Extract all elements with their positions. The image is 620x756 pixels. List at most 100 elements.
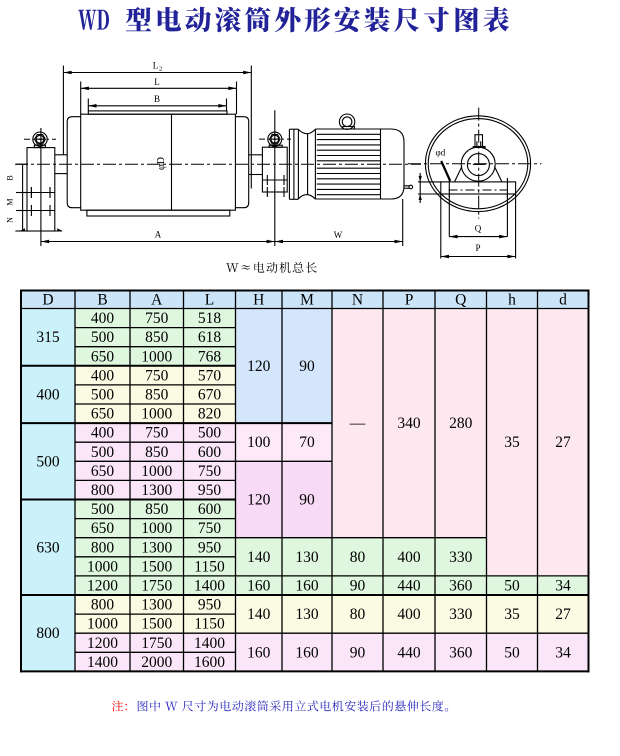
svg-text:90: 90	[350, 644, 366, 661]
svg-text:500: 500	[91, 329, 115, 346]
svg-text:1000: 1000	[141, 406, 172, 423]
svg-text:80: 80	[350, 549, 366, 566]
svg-text:330: 330	[449, 606, 473, 623]
svg-text:1300: 1300	[141, 597, 172, 614]
svg-text:820: 820	[198, 406, 222, 423]
svg-text:P: P	[405, 292, 414, 309]
svg-text:1750: 1750	[141, 635, 172, 652]
svg-text:500: 500	[91, 386, 115, 403]
svg-text:850: 850	[145, 444, 169, 461]
svg-text:1000: 1000	[141, 520, 172, 537]
svg-text:1500: 1500	[141, 616, 172, 633]
svg-text:600: 600	[198, 501, 222, 518]
svg-text:34: 34	[555, 577, 571, 594]
svg-text:400: 400	[91, 425, 115, 442]
svg-text:H: H	[253, 292, 264, 309]
svg-text:50: 50	[504, 577, 520, 594]
svg-text:500: 500	[198, 425, 222, 442]
svg-text:M: M	[300, 292, 314, 309]
svg-text:800: 800	[36, 625, 60, 642]
svg-text:—: —	[349, 415, 366, 432]
svg-text:800: 800	[91, 597, 115, 614]
svg-text:140: 140	[247, 606, 271, 623]
svg-text:650: 650	[91, 406, 115, 423]
svg-text:500: 500	[36, 453, 60, 470]
svg-text:1000: 1000	[141, 348, 172, 365]
svg-text:35: 35	[504, 606, 520, 623]
svg-text:280: 280	[449, 415, 473, 432]
svg-text:670: 670	[198, 386, 222, 403]
svg-text:518: 518	[198, 310, 222, 327]
svg-text:800: 800	[91, 482, 115, 499]
svg-text:160: 160	[247, 577, 271, 594]
svg-text:27: 27	[555, 606, 571, 623]
svg-text:34: 34	[555, 644, 571, 661]
svg-text:140: 140	[247, 549, 271, 566]
svg-text:2000: 2000	[141, 654, 172, 671]
svg-text:90: 90	[299, 492, 315, 509]
svg-text:90: 90	[350, 577, 366, 594]
svg-text:1200: 1200	[87, 577, 118, 594]
svg-text:618: 618	[198, 329, 222, 346]
svg-text:950: 950	[198, 597, 222, 614]
svg-text:M: M	[6, 198, 15, 205]
svg-text:1500: 1500	[141, 558, 172, 575]
svg-text:400: 400	[36, 386, 60, 403]
svg-text:70: 70	[299, 434, 315, 451]
svg-text:120: 120	[247, 492, 271, 509]
svg-text:35: 35	[504, 434, 520, 451]
svg-text:130: 130	[295, 606, 319, 623]
svg-text:800: 800	[91, 539, 115, 556]
svg-text:360: 360	[449, 644, 473, 661]
svg-text:400: 400	[397, 606, 421, 623]
svg-text:630: 630	[36, 539, 60, 556]
svg-text:W: W	[334, 230, 343, 240]
svg-text:440: 440	[397, 577, 421, 594]
svg-text:1150: 1150	[194, 558, 225, 575]
svg-text:90: 90	[299, 358, 315, 375]
svg-text:B: B	[154, 94, 160, 104]
svg-text:750: 750	[145, 367, 169, 384]
svg-text:850: 850	[145, 329, 169, 346]
svg-text:400: 400	[91, 310, 115, 327]
svg-text:650: 650	[91, 348, 115, 365]
svg-text:50: 50	[504, 644, 520, 661]
svg-text:1150: 1150	[194, 616, 225, 633]
svg-text:570: 570	[198, 367, 222, 384]
svg-text:1600: 1600	[194, 654, 225, 671]
svg-text:2: 2	[159, 66, 162, 73]
svg-text:315: 315	[36, 329, 60, 346]
svg-text:A: A	[155, 230, 162, 240]
svg-text:L: L	[154, 77, 160, 87]
svg-text:600: 600	[198, 444, 222, 461]
svg-text:D: D	[42, 292, 53, 309]
svg-text:850: 850	[145, 386, 169, 403]
svg-text:L: L	[205, 292, 214, 309]
svg-text:A: A	[151, 292, 163, 309]
svg-text:d: d	[559, 292, 567, 309]
svg-text:130: 130	[295, 549, 319, 566]
svg-text:1400: 1400	[87, 654, 118, 671]
svg-text:500: 500	[91, 444, 115, 461]
svg-text:650: 650	[91, 463, 115, 480]
svg-text:B: B	[97, 292, 107, 309]
svg-text:φD: φD	[156, 157, 167, 170]
svg-text:340: 340	[397, 415, 421, 432]
svg-text:1000: 1000	[87, 558, 118, 575]
svg-text:100: 100	[247, 434, 271, 451]
svg-text:120: 120	[247, 358, 271, 375]
svg-text:1000: 1000	[87, 616, 118, 633]
svg-text:400: 400	[91, 367, 115, 384]
svg-text:160: 160	[295, 644, 319, 661]
svg-text:φd: φd	[436, 148, 446, 158]
svg-text:B: B	[6, 175, 15, 180]
svg-text:1300: 1300	[141, 482, 172, 499]
svg-text:1200: 1200	[87, 635, 118, 652]
svg-text:750: 750	[145, 425, 169, 442]
svg-text:750: 750	[145, 310, 169, 327]
svg-text:1400: 1400	[194, 577, 225, 594]
svg-text:L: L	[153, 61, 159, 71]
svg-text:h: h	[508, 292, 516, 309]
svg-text:850: 850	[145, 501, 169, 518]
svg-text:1750: 1750	[141, 577, 172, 594]
